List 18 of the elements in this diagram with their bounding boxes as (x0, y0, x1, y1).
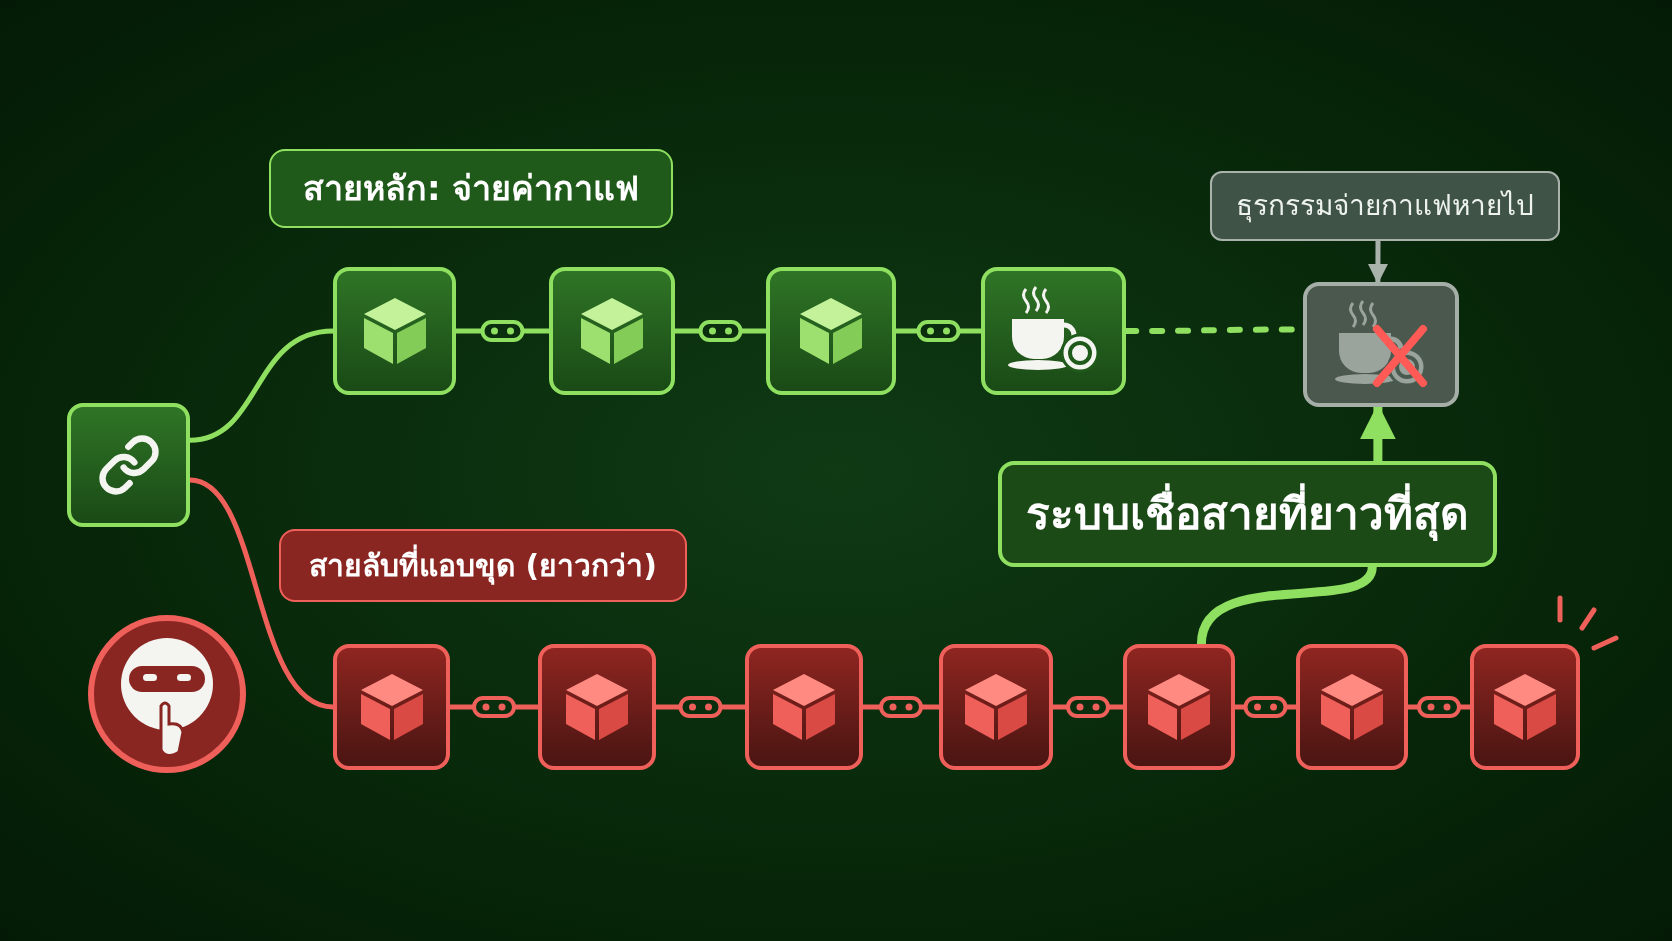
block (939, 644, 1053, 770)
block (1296, 644, 1408, 770)
block (1123, 644, 1235, 770)
block (766, 267, 896, 395)
chain-label: สายลับที่แอบขุด (ยาวกว่า) (279, 529, 687, 602)
block (538, 644, 656, 770)
block (745, 644, 863, 770)
faded-block (1303, 282, 1459, 407)
arrow (1367, 238, 1388, 285)
chain-label: สายหลัก: จ่ายค่ากาแฟ (269, 149, 674, 228)
block (333, 267, 456, 395)
block (1470, 644, 1580, 770)
note-box: ธุรกรรมจ่ายกาแฟหายไป (1210, 171, 1560, 241)
block (333, 644, 450, 770)
link-block (67, 403, 190, 527)
coffee-block (981, 267, 1126, 395)
block (549, 267, 675, 395)
banner-box: ระบบเชื่อสายที่ยาวที่สุด (998, 461, 1497, 567)
